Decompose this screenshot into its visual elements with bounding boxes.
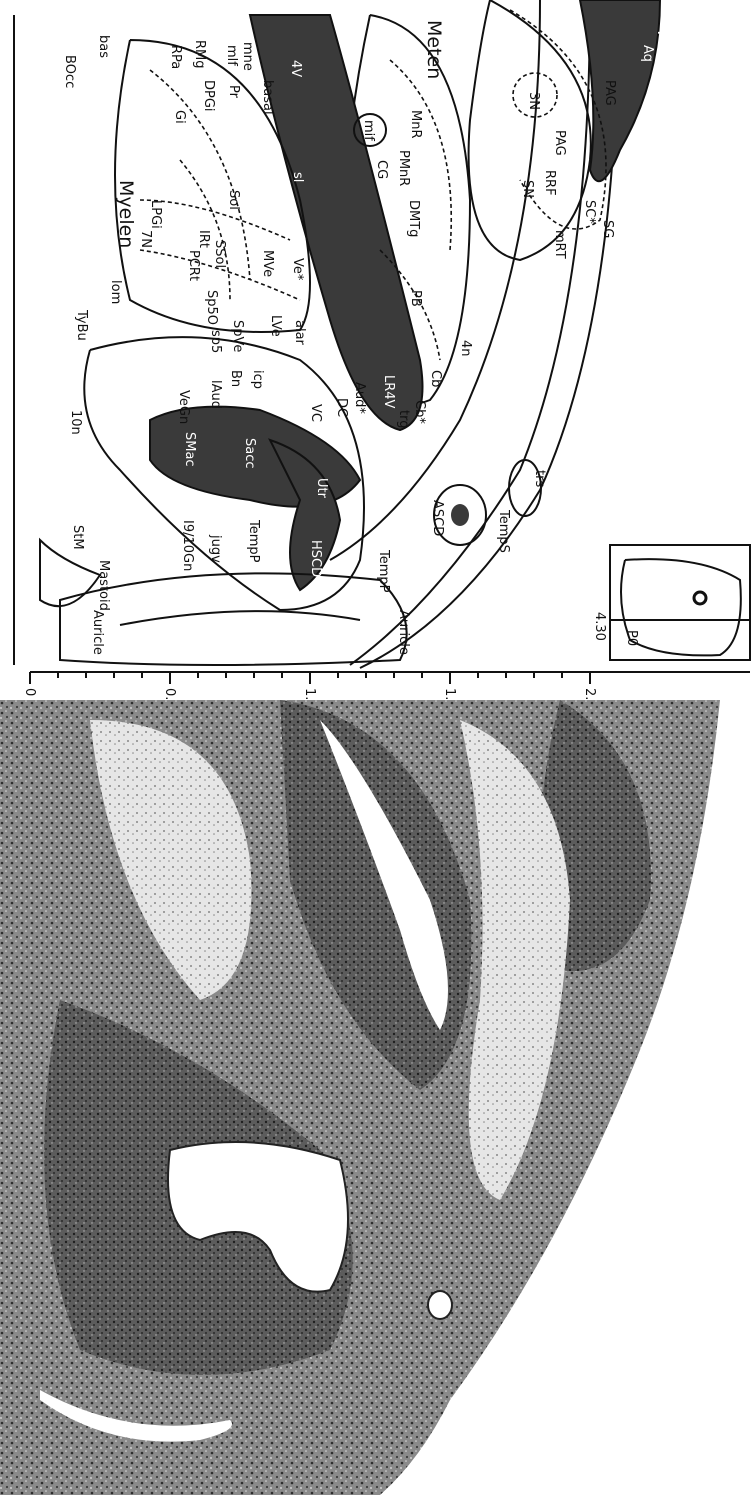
label-auricle-up: Auricle (396, 610, 411, 655)
label-cb: Cb (428, 370, 443, 387)
label-mrt: mRT (552, 230, 567, 259)
label-sp5: sp5 (208, 330, 223, 353)
label-auricle: Auricle (90, 610, 105, 655)
label-7n: 7N (138, 230, 153, 248)
label-rpa: RPa (168, 45, 183, 69)
label-jugv: jugv (208, 534, 223, 563)
aqueduct (580, 0, 660, 181)
label-bocc: BOcc (62, 55, 77, 88)
label-dmtg: DMTg (406, 200, 421, 237)
myelen-dashed-1 (150, 70, 250, 280)
label-tybu: TyBu (74, 309, 89, 341)
inset-label: 4.30 (592, 612, 607, 641)
label-mve: MVe (260, 250, 275, 277)
inset-stage: P0 (624, 630, 639, 646)
label-tempp: TempP (246, 519, 261, 563)
label-sg: SG (600, 220, 615, 238)
trs-oval (509, 460, 541, 516)
label-mne: mne (240, 42, 255, 71)
label-mastoid: Mastoid (96, 560, 111, 611)
label-icp: icp (250, 370, 265, 389)
label-gi: Gi (172, 110, 187, 124)
label-sn: SN (520, 180, 535, 198)
label-cb-star: Cb* (412, 400, 427, 424)
label-mnr: MnR (408, 110, 423, 139)
label-10n: 10n (68, 410, 83, 435)
label-rrf: RRF (542, 170, 557, 196)
label-lpgi: LPGi (148, 200, 163, 229)
label-pb: PB (408, 290, 423, 307)
label-mesen: Mesen (653, 30, 675, 92)
label-sl: sl (290, 172, 305, 182)
label-trs: trs (532, 470, 547, 487)
label-bas: bas (96, 35, 111, 58)
label-tempp-up: TempP (376, 549, 391, 593)
label-ve-star: Ve* (290, 258, 305, 281)
label-myelen: Myelen (115, 180, 137, 248)
label-laud: lAud (208, 380, 223, 409)
label-aq: Aq (640, 45, 655, 62)
label-lve: LVe (268, 315, 283, 337)
label-rmg: RMg (192, 40, 207, 69)
label-lom: lom (108, 280, 123, 304)
label-stm: StM (70, 525, 85, 550)
label-meten: Meten (423, 20, 445, 79)
mesen-outline (469, 0, 591, 260)
label-dc: DC (334, 398, 349, 417)
label-cg: CG (374, 160, 389, 179)
fourth-ventricle (250, 15, 423, 430)
label-smac: SMac (182, 432, 197, 467)
photo-canal (428, 1291, 452, 1319)
label-4n: 4n (458, 340, 473, 357)
label-ssol: SSol (212, 240, 227, 268)
auricle-inner (120, 611, 360, 625)
label-spve: SpVe (230, 320, 245, 352)
label-4v: 4V (288, 60, 303, 77)
label-basal: basal (260, 80, 275, 115)
label-sacc: Sacc (242, 438, 257, 469)
label-ascd: ASCD (430, 500, 445, 536)
label-3n: 3N (526, 92, 541, 110)
label-sol: Sol (226, 190, 241, 210)
label-trg: trg (396, 410, 411, 428)
label-sp5o: Sp5O (204, 290, 219, 325)
label-pmnr: PMnR (396, 150, 411, 186)
label-pcrt: PCRt (186, 250, 201, 281)
label-mlf: mlf (224, 45, 239, 66)
label-gn: I9/10Gn (180, 520, 195, 571)
label-lr4v: LR4V (381, 375, 396, 409)
label-temps: TempS (496, 509, 511, 553)
label-vegn: VeGn (176, 390, 191, 424)
label-alar: alar (292, 320, 307, 346)
label-pag: PAG (552, 130, 567, 156)
schematic-diagram: Mesen Aq PAG PAG SC* SG 3N RRF SN mRT Me… (14, 0, 750, 668)
label-sc: SC* (582, 200, 597, 224)
label-irt: IRt (196, 230, 211, 248)
scale-tick-label: 0 (22, 688, 37, 696)
label-dpgi: DPGi (201, 80, 216, 112)
ascd-core (451, 504, 469, 526)
label-vc: VC (308, 404, 323, 422)
label-aud-star: Aud* (352, 382, 367, 414)
label-mif: mif (361, 120, 376, 141)
label-pr: Pr (226, 85, 241, 99)
label-pag-top: PAG (602, 80, 617, 106)
label-utr: Utr (314, 478, 329, 499)
label-hscd: HSCD (308, 540, 323, 577)
label-bn: Bn (228, 370, 243, 387)
histology-photo (0, 700, 755, 1495)
